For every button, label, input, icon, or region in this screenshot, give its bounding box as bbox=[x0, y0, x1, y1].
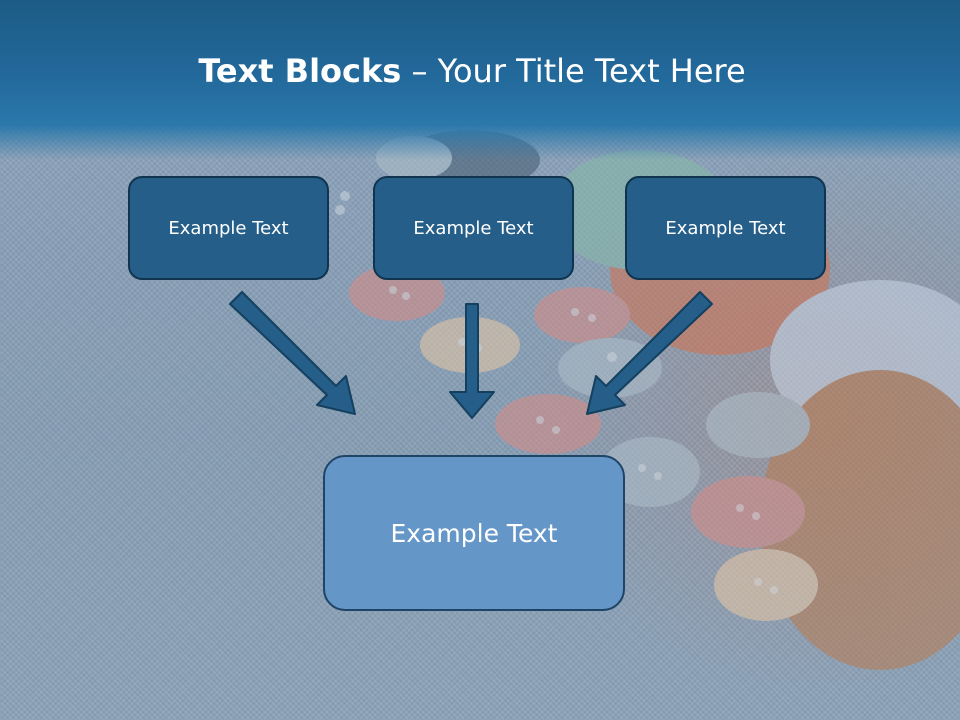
title-bar bbox=[0, 0, 960, 160]
arrow-down-right-icon bbox=[229, 291, 356, 415]
text-block-3[interactable]: Example Text bbox=[625, 176, 826, 280]
slide-title[interactable]: Text Blocks – Your Title Text Here bbox=[0, 52, 944, 90]
title-dash: – bbox=[411, 52, 428, 90]
target-text-block[interactable]: Example Text bbox=[323, 455, 625, 611]
text-block-1-label: Example Text bbox=[168, 217, 289, 239]
arrow-down-left-icon bbox=[586, 291, 713, 415]
title-bold: Text Blocks bbox=[198, 52, 402, 90]
text-block-2[interactable]: Example Text bbox=[373, 176, 574, 280]
text-block-1[interactable]: Example Text bbox=[128, 176, 329, 280]
title-text: Your Title Text Here bbox=[437, 52, 746, 90]
text-block-3-label: Example Text bbox=[665, 217, 786, 239]
target-text-block-label: Example Text bbox=[390, 518, 558, 548]
arrow-down-icon bbox=[449, 303, 495, 419]
text-block-2-label: Example Text bbox=[413, 217, 534, 239]
